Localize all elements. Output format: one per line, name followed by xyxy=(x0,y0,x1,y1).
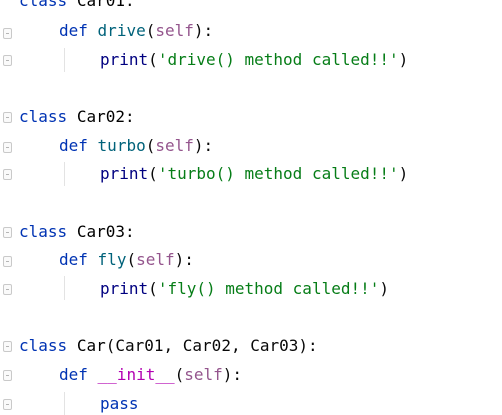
punct-token: ( xyxy=(145,21,156,40)
self-param-token: self xyxy=(155,136,194,155)
punct-token: ( xyxy=(148,279,158,298)
fold-marker-icon[interactable] xyxy=(3,284,12,295)
keyword-token: def xyxy=(59,136,88,155)
code-line[interactable]: pass xyxy=(100,392,139,415)
fold-marker-icon[interactable] xyxy=(3,142,12,153)
class-name-token: Car02 xyxy=(76,107,125,126)
keyword-token: def xyxy=(59,250,88,269)
self-param-token: self xyxy=(136,250,175,269)
code-line[interactable]: print('drive() method called!!') xyxy=(100,48,408,72)
code-line[interactable]: class Car01: xyxy=(19,0,135,13)
function-name-token: fly xyxy=(97,250,127,269)
punct-token: ): xyxy=(193,21,214,40)
indent-guide xyxy=(64,48,65,72)
code-line[interactable]: class Car(Car01, Car02, Car03): xyxy=(19,334,318,358)
punct-token: ( xyxy=(174,365,185,384)
keyword-token: def xyxy=(59,21,88,40)
code-line[interactable]: print('turbo() method called!!') xyxy=(100,162,408,186)
magic-method-token: __init__ xyxy=(97,365,175,384)
punct-token: ( xyxy=(126,250,137,269)
keyword-token: class xyxy=(19,336,68,355)
string-token: 'turbo() method called!!' xyxy=(157,164,399,183)
punct-token: ( xyxy=(145,136,156,155)
fold-marker-icon[interactable] xyxy=(3,112,12,123)
code-line[interactable]: def turbo(self): xyxy=(59,134,213,158)
builtin-token: print xyxy=(100,279,149,298)
fold-marker-icon[interactable] xyxy=(3,341,12,352)
indent-guide xyxy=(64,276,65,300)
indent-guide xyxy=(64,392,65,415)
punct-token: ) xyxy=(398,50,409,69)
punct-token: : xyxy=(124,0,135,10)
fold-marker-icon[interactable] xyxy=(3,256,12,267)
fold-marker-icon[interactable] xyxy=(3,169,12,180)
punct-token: ): xyxy=(174,250,194,269)
punct-token: : xyxy=(124,222,135,241)
class-name-token: Car xyxy=(76,336,106,355)
keyword-token: def xyxy=(59,365,88,384)
indent-guide xyxy=(64,162,65,186)
punct-token: ) xyxy=(379,279,390,298)
punct-token: ): xyxy=(222,365,243,384)
builtin-token: print xyxy=(100,50,149,69)
string-token: 'fly() method called!!' xyxy=(157,279,380,298)
fold-marker-icon[interactable] xyxy=(3,28,12,39)
keyword-token: pass xyxy=(100,394,139,413)
self-param-token: self xyxy=(155,21,194,40)
base-classes-token: (Car01, Car02, Car03): xyxy=(105,336,318,355)
punct-token: ) xyxy=(398,164,409,183)
editor-gutter xyxy=(0,0,16,415)
code-line[interactable]: def fly(self): xyxy=(59,248,194,272)
punct-token: : xyxy=(124,107,135,126)
code-line[interactable]: def __init__(self): xyxy=(59,363,242,387)
code-line[interactable]: print('fly() method called!!') xyxy=(100,277,389,301)
fold-marker-icon[interactable] xyxy=(3,370,12,381)
punct-token: ( xyxy=(148,164,158,183)
punct-token: ( xyxy=(148,50,158,69)
code-line[interactable]: def drive(self): xyxy=(59,19,213,43)
function-name-token: drive xyxy=(97,21,146,40)
keyword-token: class xyxy=(19,107,68,126)
code-line[interactable]: class Car03: xyxy=(19,220,135,244)
class-name-token: Car01 xyxy=(76,0,125,10)
fold-marker-icon[interactable] xyxy=(3,399,12,410)
function-name-token: turbo xyxy=(97,136,146,155)
keyword-token: class xyxy=(19,0,68,10)
class-name-token: Car03 xyxy=(76,222,125,241)
punct-token: ): xyxy=(193,136,214,155)
builtin-token: print xyxy=(100,164,149,183)
string-token: 'drive() method called!!' xyxy=(157,50,399,69)
fold-marker-icon[interactable] xyxy=(3,55,12,66)
fold-marker-icon[interactable] xyxy=(3,227,12,238)
keyword-token: class xyxy=(19,222,68,241)
code-line[interactable]: class Car02: xyxy=(19,105,135,129)
self-param-token: self xyxy=(184,365,223,384)
